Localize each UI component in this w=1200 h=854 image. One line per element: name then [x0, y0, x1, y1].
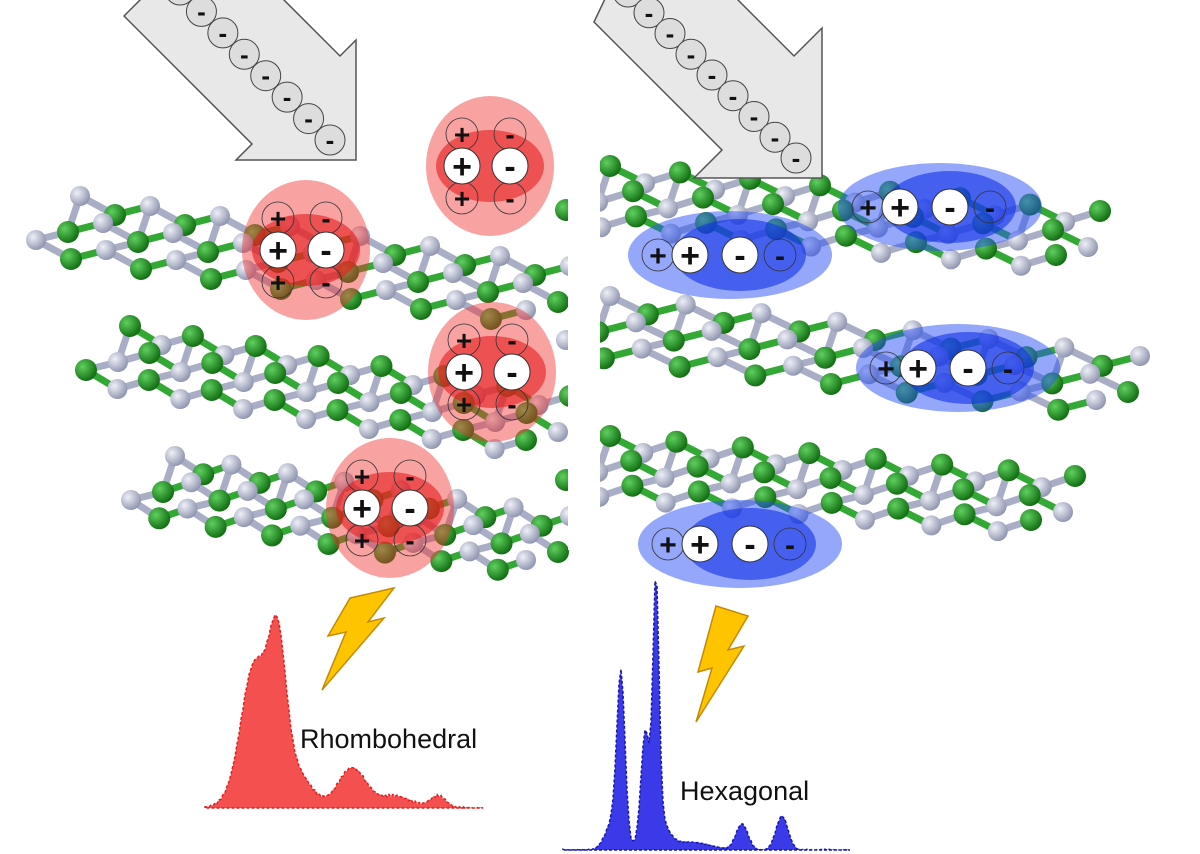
svg-text:-: -	[708, 60, 717, 90]
hole: +	[681, 525, 719, 564]
svg-text:-: -	[219, 18, 228, 48]
svg-text:-: -	[320, 232, 331, 270]
svg-text:-: -	[1003, 353, 1013, 386]
exciton-rhombohedral: +-+-+-	[428, 302, 556, 442]
svg-text:+: +	[890, 189, 910, 227]
label-rhombohedral: Rhombohedral	[300, 724, 477, 754]
svg-text:+: +	[456, 325, 472, 356]
svg-text:-: -	[505, 183, 514, 214]
svg-text:-: -	[326, 125, 335, 155]
svg-text:-: -	[321, 203, 330, 234]
svg-text:-: -	[775, 240, 785, 273]
electron-chain: -----------------	[168, 0, 812, 174]
electron-side: -	[991, 351, 1025, 386]
svg-text:+: +	[456, 389, 472, 420]
svg-text:-: -	[405, 461, 414, 492]
svg-text:-: -	[792, 143, 801, 173]
svg-text:+: +	[354, 461, 370, 492]
svg-text:+: +	[354, 525, 370, 556]
electron: -	[731, 525, 769, 564]
hole: +	[343, 489, 381, 528]
svg-text:-: -	[687, 39, 696, 69]
svg-text:+: +	[659, 529, 677, 562]
exciton-hexagonal: +-+-	[838, 163, 1042, 251]
electron: -	[391, 489, 429, 528]
svg-text:+: +	[859, 192, 877, 225]
hole: +	[881, 188, 919, 227]
hole: +	[259, 231, 297, 270]
exciton-rhombohedral: +-+-+-	[426, 96, 554, 236]
excitons-layer: +-+-+-+-+-+-+-+-+-+-+-+-+-+-+-+-+-+-+-+-	[242, 96, 1060, 588]
label-hexagonal: Hexagonal	[680, 776, 809, 806]
hole: +	[443, 147, 481, 186]
svg-text:-: -	[283, 82, 292, 112]
hole: +	[445, 353, 483, 392]
electron-chain-left: --------	[168, 0, 346, 156]
hbn-sheet-right-2	[556, 286, 1150, 421]
electron-side: -	[973, 190, 1007, 225]
svg-text:-: -	[666, 19, 675, 49]
svg-text:-: -	[261, 61, 270, 91]
svg-text:+: +	[270, 203, 286, 234]
hole: +	[899, 349, 937, 388]
spectrum-rhombohedral	[204, 613, 484, 809]
svg-text:-: -	[197, 0, 206, 26]
electron-chain-right: ---------	[614, 0, 812, 174]
svg-text:-: -	[176, 0, 185, 5]
exciton-hexagonal: +-+-	[638, 500, 842, 588]
electron: -	[493, 353, 531, 392]
exciton-hexagonal: +-+-	[856, 324, 1060, 412]
svg-text:+: +	[690, 526, 710, 564]
svg-text:-: -	[506, 354, 517, 392]
spectrum-hexagonal	[562, 580, 850, 851]
svg-text:-: -	[240, 39, 249, 69]
svg-text:-: -	[750, 102, 759, 132]
svg-text:+: +	[268, 232, 288, 270]
svg-text:-: -	[962, 350, 973, 388]
svg-text:-: -	[729, 81, 738, 111]
svg-text:+: +	[680, 237, 700, 275]
svg-text:-: -	[304, 104, 313, 134]
svg-text:-: -	[321, 267, 330, 298]
svg-text:+: +	[649, 240, 667, 273]
hole: +	[671, 236, 709, 275]
svg-text:-: -	[507, 389, 516, 420]
svg-text:+: +	[270, 267, 286, 298]
lightning-bolt-icon-right	[695, 605, 750, 723]
panel-divider	[568, 150, 600, 550]
svg-text:-: -	[507, 325, 516, 356]
svg-text:-: -	[785, 529, 795, 562]
svg-text:-: -	[944, 189, 955, 227]
svg-text:-: -	[985, 192, 995, 225]
svg-text:-: -	[504, 148, 515, 186]
electron: -	[931, 188, 969, 227]
svg-text:-: -	[404, 490, 415, 528]
electron-side: -	[763, 238, 797, 273]
electron: -	[307, 231, 345, 270]
svg-text:+: +	[352, 490, 372, 528]
electron: -	[721, 236, 759, 275]
electron-side: -	[773, 527, 807, 562]
svg-text:-: -	[405, 525, 414, 556]
svg-text:+: +	[908, 350, 928, 388]
svg-text:-: -	[744, 526, 755, 564]
svg-text:-: -	[734, 237, 745, 275]
exciton-rhombohedral: +-+-+-	[326, 438, 454, 578]
svg-text:-: -	[645, 0, 654, 28]
hbn-sheet-right-3	[555, 425, 1086, 542]
svg-text:+: +	[454, 183, 470, 214]
svg-text:+: +	[877, 353, 895, 386]
exciton-hexagonal: +-+-	[628, 211, 832, 299]
lightning-bolt-icon-left	[321, 586, 396, 691]
electron: -	[949, 349, 987, 388]
svg-text:-: -	[624, 0, 633, 7]
svg-text:-: -	[771, 122, 780, 152]
electron: -	[491, 147, 529, 186]
svg-text:+: +	[454, 354, 474, 392]
svg-text:-: -	[505, 119, 514, 150]
exciton-rhombohedral: +-+-+-	[242, 180, 370, 320]
svg-text:+: +	[452, 148, 472, 186]
svg-text:+: +	[454, 119, 470, 150]
